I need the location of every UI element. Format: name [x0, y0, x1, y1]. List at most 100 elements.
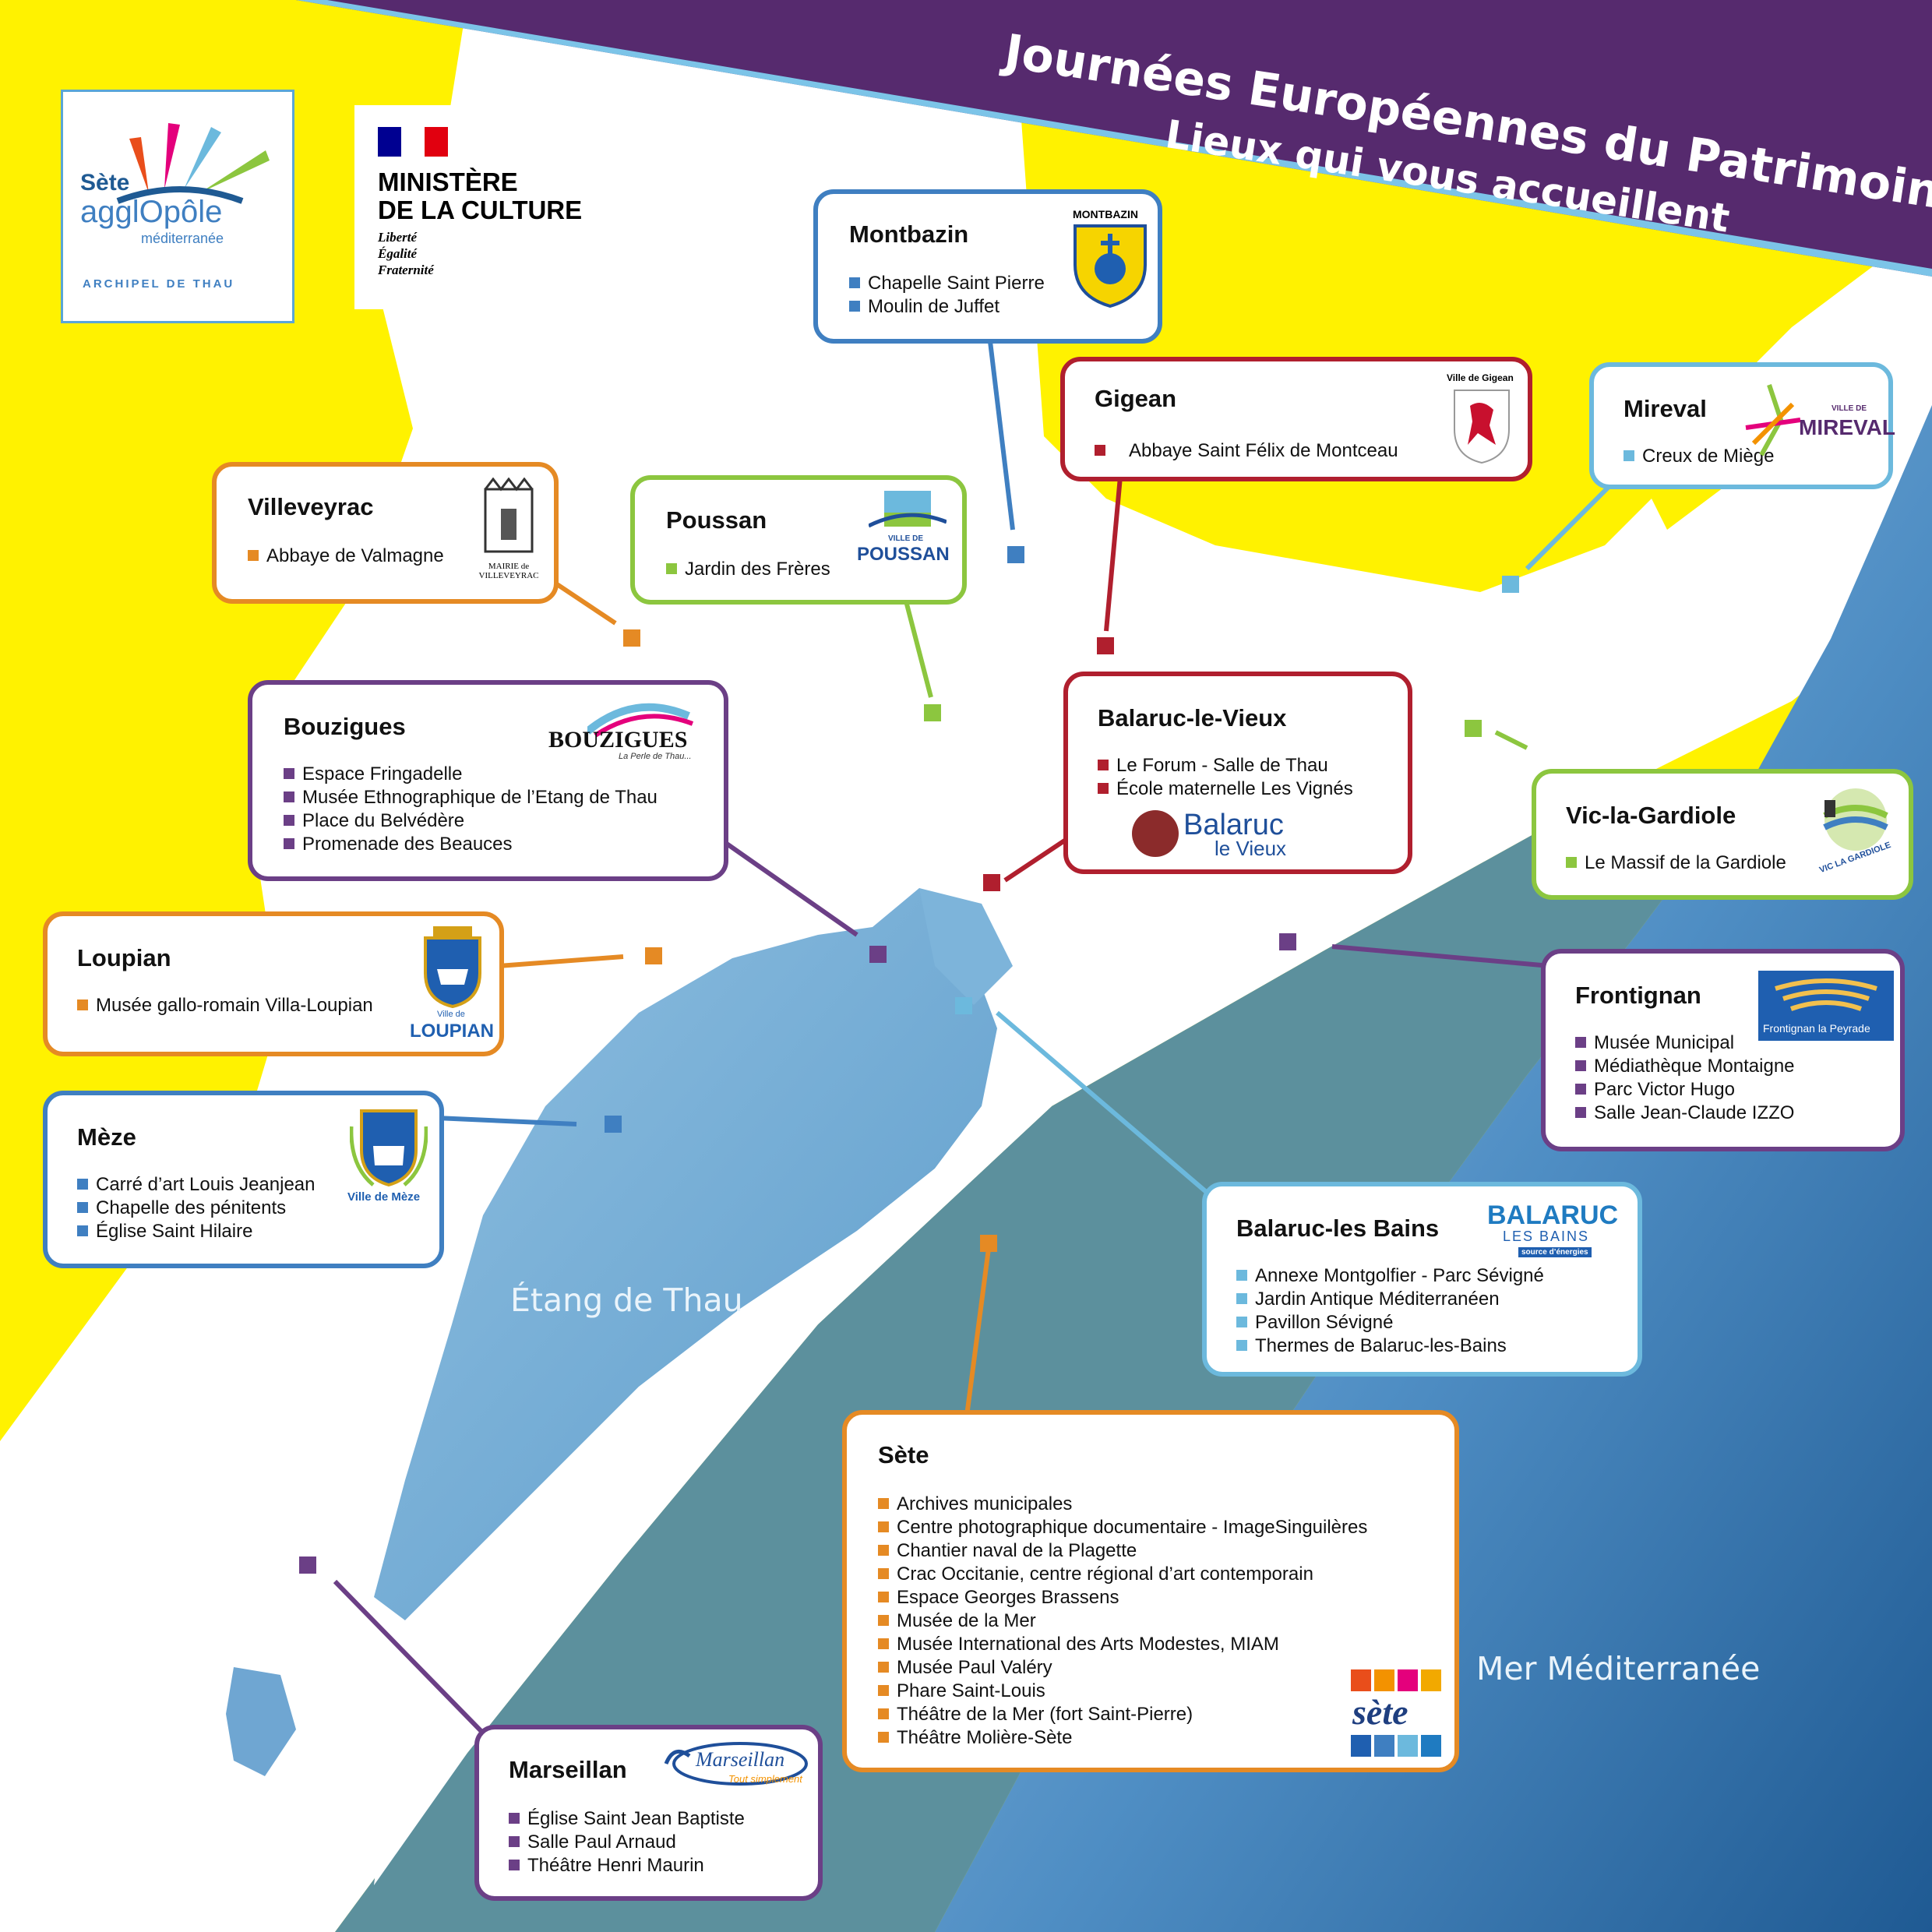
- list-item: Chantier naval de la Plagette: [878, 1539, 1367, 1563]
- site-list: Abbaye de Valmagne: [248, 545, 444, 568]
- town-name: Frontignan: [1575, 982, 1701, 1009]
- montbazin-crest-icon: MONTBAZIN: [1071, 208, 1149, 309]
- site-list: Espace Fringadelle Musée Ethnographique …: [284, 763, 658, 856]
- list-item: Chapelle Saint Pierre: [849, 272, 1045, 295]
- card-villeveyrac[interactable]: Villeveyrac Abbaye de Valmagne MAIRIE de…: [212, 462, 559, 604]
- list-item: Moulin de Juffet: [849, 295, 1045, 319]
- list-item: Théâtre Molière-Sète: [878, 1726, 1367, 1750]
- list-item: Musée Paul Valéry: [878, 1656, 1367, 1680]
- frontignan-logo: Frontignan la Peyrade: [1758, 971, 1894, 1041]
- list-item: Salle Jean-Claude IZZO: [1575, 1102, 1795, 1125]
- list-item: Jardin des Frères: [666, 558, 830, 581]
- marianne-icon: [378, 127, 448, 157]
- list-item: Église Saint Hilaire: [77, 1220, 316, 1243]
- list-item: Thermes de Balaruc-les-Bains: [1236, 1334, 1544, 1358]
- list-item: Musée Ethnographique de l’Etang de Thau: [284, 786, 658, 809]
- list-item: Théâtre de la Mer (fort Saint-Pierre): [878, 1703, 1367, 1726]
- card-montbazin[interactable]: Montbazin Chapelle Saint Pierre Moulin d…: [813, 189, 1162, 344]
- card-sete[interactable]: Sète Archives municipales Centre photogr…: [842, 1410, 1459, 1772]
- balaruc-les-bains-logo: BALARUC LES BAINS source d’énergies: [1487, 1200, 1619, 1257]
- etang-de-thau: [374, 888, 997, 1620]
- list-item: Musée gallo-romain Villa-Loupian: [77, 994, 373, 1017]
- site-list: Musée gallo-romain Villa-Loupian: [77, 994, 373, 1017]
- list-item: Musée Municipal: [1575, 1031, 1795, 1055]
- site-list: Église Saint Jean Baptiste Salle Paul Ar…: [509, 1807, 745, 1877]
- town-name: Bouzigues: [284, 713, 406, 740]
- list-item: Annexe Montgolfier - Parc Sévigné: [1236, 1264, 1544, 1288]
- card-balaruc-le-vieux[interactable]: Balaruc-le-Vieux Le Forum - Salle de Tha…: [1063, 672, 1412, 874]
- list-item: Creux de Miège: [1624, 445, 1774, 468]
- card-loupian[interactable]: Loupian Musée gallo-romain Villa-Loupian…: [43, 911, 504, 1056]
- list-item: Musée International des Arts Modestes, M…: [878, 1633, 1367, 1656]
- list-item: Espace Georges Brassens: [878, 1586, 1367, 1609]
- list-item: Espace Fringadelle: [284, 763, 658, 786]
- card-bouzigues[interactable]: Bouzigues Espace Fringadelle Musée Ethno…: [248, 680, 728, 881]
- site-list: Le Forum - Salle de Thau École maternell…: [1098, 754, 1353, 801]
- card-frontignan[interactable]: Frontignan Musée Municipal Médiathèque M…: [1541, 949, 1905, 1151]
- town-name: Villeveyrac: [248, 493, 374, 520]
- balaruc-vieux-circle-icon: [1132, 810, 1179, 857]
- site-list: Le Massif de la Gardiole: [1566, 851, 1786, 875]
- site-list: Archives municipales Centre photographiq…: [878, 1493, 1367, 1750]
- list-item: Crac Occitanie, centre régional d’art co…: [878, 1563, 1367, 1586]
- ministere-culture-logo: MINISTÈRE DE LA CULTURE Liberté Égalité …: [354, 105, 623, 309]
- lagoon-label: Étang de Thau: [510, 1282, 743, 1319]
- bouzigues-logo: BOUZIGUES La Perle de Thau...: [548, 700, 720, 763]
- list-item: Pavillon Sévigné: [1236, 1311, 1544, 1334]
- town-name: Poussan: [666, 506, 767, 534]
- card-vic-la-gardiole[interactable]: Vic-la-Gardiole Le Massif de la Gardiole…: [1532, 769, 1913, 900]
- list-item: Église Saint Jean Baptiste: [509, 1807, 745, 1831]
- card-gigean[interactable]: Gigean Abbaye Saint Félix de Montceau Vi…: [1060, 357, 1532, 481]
- town-name: Sète: [878, 1441, 929, 1468]
- agglopole-logo: Sète agglOpôle méditerranée ARCHIPEL DE …: [61, 90, 294, 323]
- town-name: Balaruc-les Bains: [1236, 1215, 1440, 1242]
- list-item: Chapelle des pénitents: [77, 1197, 316, 1220]
- sea: [935, 405, 1932, 1932]
- list-item: Carré d’art Louis Jeanjean: [77, 1173, 316, 1197]
- vic-la-gardiole-logo: VIC LA GARDIOLE: [1813, 784, 1899, 875]
- sun-rays-icon: [116, 123, 270, 204]
- poussan-logo: VILLE DE POUSSAN: [857, 491, 958, 576]
- marseillan-logo: Marseillan Tout simplement: [658, 1740, 814, 1799]
- sea-label: Mer Méditerranée: [1476, 1650, 1761, 1687]
- loupian-crest-icon: Ville de LOUPIAN: [410, 922, 495, 1051]
- site-list: Musée Municipal Médiathèque Montaigne Pa…: [1575, 1031, 1795, 1125]
- town-name: Marseillan: [509, 1756, 627, 1783]
- meze-crest-icon: Ville de Mèze: [344, 1103, 433, 1212]
- list-item: Abbaye de Valmagne: [248, 545, 444, 568]
- town-name: Montbazin: [849, 220, 969, 248]
- card-poussan[interactable]: Poussan Jardin des Frères VILLE DE POUSS…: [630, 475, 967, 605]
- list-item: Médiathèque Montaigne: [1575, 1055, 1795, 1078]
- town-name: Balaruc-le-Vieux: [1098, 704, 1287, 732]
- list-item: Musée de la Mer: [878, 1609, 1367, 1633]
- gigean-lion-icon: Ville de Gigean: [1447, 372, 1517, 470]
- card-balaruc-les-bains[interactable]: Balaruc-les Bains Annexe Montgolfier - P…: [1202, 1182, 1642, 1377]
- waves-icon: [1775, 978, 1877, 1011]
- card-mireval[interactable]: Mireval Creux de Miège VILLE DE MIREVAL: [1589, 362, 1895, 489]
- list-item: Abbaye Saint Félix de Montceau: [1095, 439, 1398, 463]
- list-item: Phare Saint-Louis: [878, 1680, 1367, 1703]
- town-name: Mireval: [1624, 395, 1707, 422]
- list-item: Centre photographique documentaire - Ima…: [878, 1516, 1367, 1539]
- mireval-star-icon: [1745, 384, 1801, 457]
- list-item: Archives municipales: [878, 1493, 1367, 1516]
- site-list: Creux de Miège: [1624, 445, 1774, 468]
- list-item: Jardin Antique Méditerranéen: [1236, 1288, 1544, 1311]
- site-list: Jardin des Frères: [666, 558, 830, 581]
- town-name: Gigean: [1095, 385, 1177, 412]
- card-marseillan[interactable]: Marseillan Église Saint Jean Baptiste Sa…: [474, 1725, 823, 1901]
- marseillan-swoosh-icon: [664, 1742, 808, 1786]
- list-item: Théâtre Henri Maurin: [509, 1854, 745, 1877]
- mireval-logo: VILLE DE MIREVAL: [1738, 381, 1895, 459]
- villeveyrac-crest-icon: MAIRIE de VILLEVEYRAC: [474, 478, 544, 594]
- list-item: Place du Belvédère: [284, 809, 658, 833]
- list-item: Salle Paul Arnaud: [509, 1831, 745, 1854]
- list-item: Promenade des Beauces: [284, 833, 658, 856]
- list-item: École maternelle Les Vignés: [1098, 777, 1353, 801]
- list-item: Parc Victor Hugo: [1575, 1078, 1795, 1102]
- list-item: Le Forum - Salle de Thau: [1098, 754, 1353, 777]
- town-name: Mèze: [77, 1123, 136, 1151]
- balaruc-le-vieux-logo: Balaruc le Vieux: [1130, 809, 1333, 863]
- card-meze[interactable]: Mèze Carré d’art Louis Jeanjean Chapelle…: [43, 1091, 444, 1268]
- list-item: Le Massif de la Gardiole: [1566, 851, 1786, 875]
